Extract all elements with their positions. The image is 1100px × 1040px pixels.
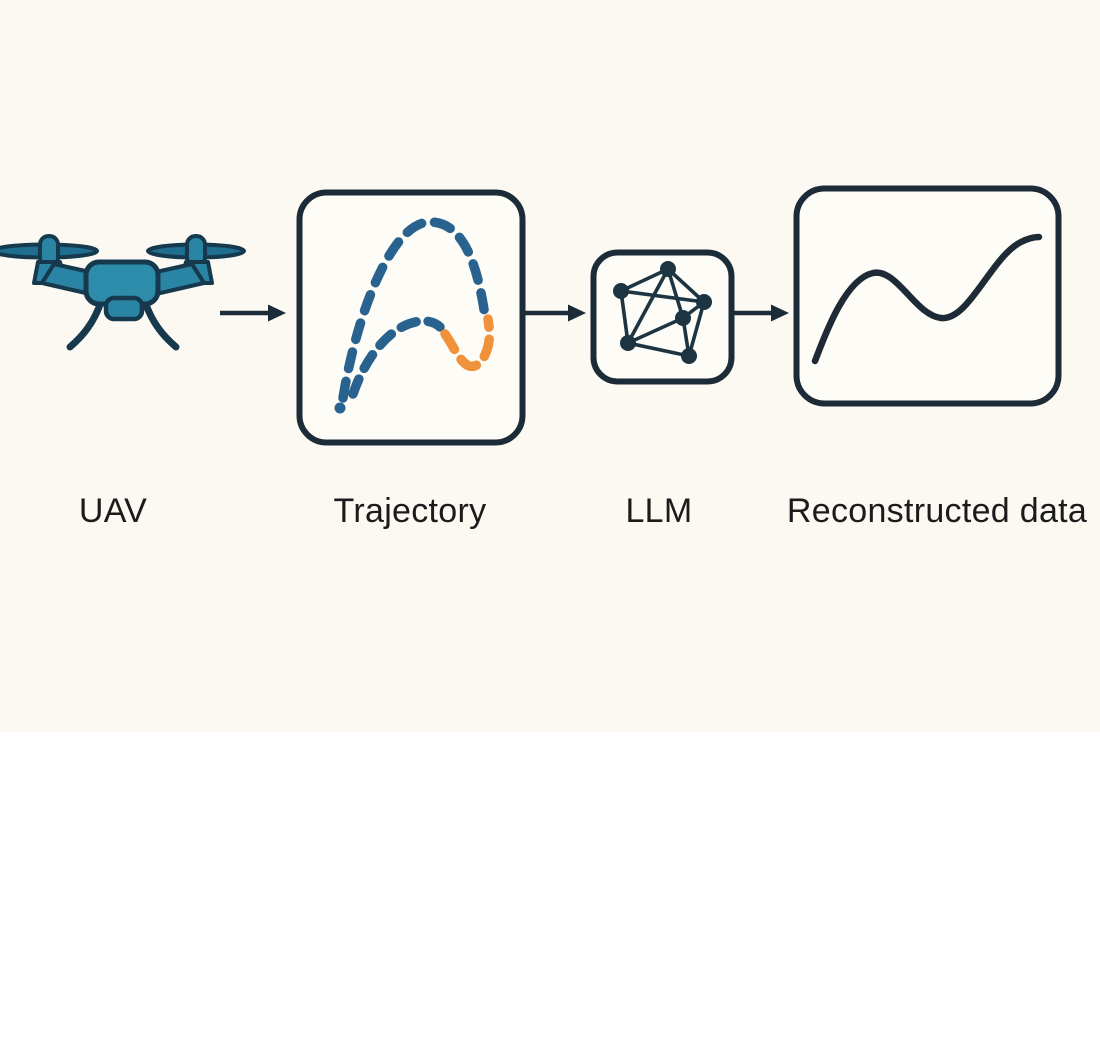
pipeline-diagram: UAV Trajectory LLM Reconstructed data [0, 0, 1100, 732]
stage-label-reconstructed-data: Reconstructed data [786, 492, 1088, 530]
graph-nodes [613, 261, 712, 364]
stage-label-trajectory: Trajectory [333, 492, 487, 530]
flow-arrow-icon [524, 304, 586, 322]
flow-arrow-icon [733, 304, 789, 322]
stage-label-uav: UAV [78, 492, 148, 530]
trajectory-blue-arch-small [348, 316, 445, 399]
flow-arrow-icon [220, 304, 286, 322]
trajectory-blue-arch-large [338, 217, 490, 403]
trajectory-start-dot [334, 402, 346, 414]
smooth-wave-curve-icon [811, 233, 1043, 365]
trajectory-panel [296, 189, 526, 446]
network-graph-icon [590, 249, 735, 385]
stage-label-llm: LLM [625, 492, 693, 530]
reconstructed-data-panel [793, 185, 1062, 407]
drone-icon [0, 234, 246, 351]
trajectory-orange-hook [440, 314, 495, 372]
